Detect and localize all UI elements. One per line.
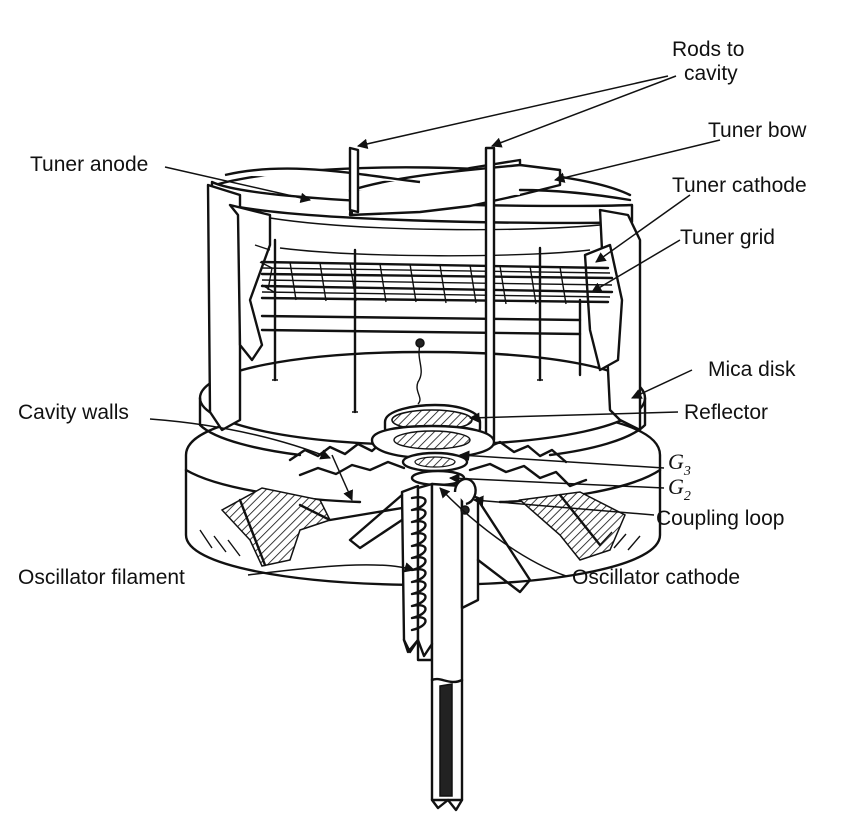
label-tuner-bow: Tuner bow [708,119,807,142]
reflector-assembly [370,403,496,487]
cavity-base [184,350,662,587]
label-coupling-loop: Coupling loop [656,507,784,530]
oscillator-stem [348,477,532,812]
rods-to-cavity [348,146,496,442]
label-mica-disk: Mica disk [708,358,796,381]
label-rods-to-cavity-line2: cavity [684,62,738,85]
label-cavity-walls: Cavity walls [18,401,129,424]
label-g2: G2 [668,474,691,504]
label-oscillator-cathode: Oscillator cathode [572,566,740,589]
leader-lines [149,75,721,577]
label-reflector: Reflector [684,401,768,424]
label-oscillator-filament: Oscillator filament [18,566,185,589]
label-tuner-cathode: Tuner cathode [672,174,807,197]
label-rods-to-cavity-line1: Rods to [672,38,744,61]
labels: Rods to cavity Tuner bow Tuner anode Tun… [18,38,807,589]
label-tuner-anode: Tuner anode [30,153,148,176]
label-tuner-grid: Tuner grid [680,226,775,249]
label-g3: G3 [668,449,691,479]
tuner-bow [224,158,632,217]
tuner-grid-wires [260,260,614,336]
